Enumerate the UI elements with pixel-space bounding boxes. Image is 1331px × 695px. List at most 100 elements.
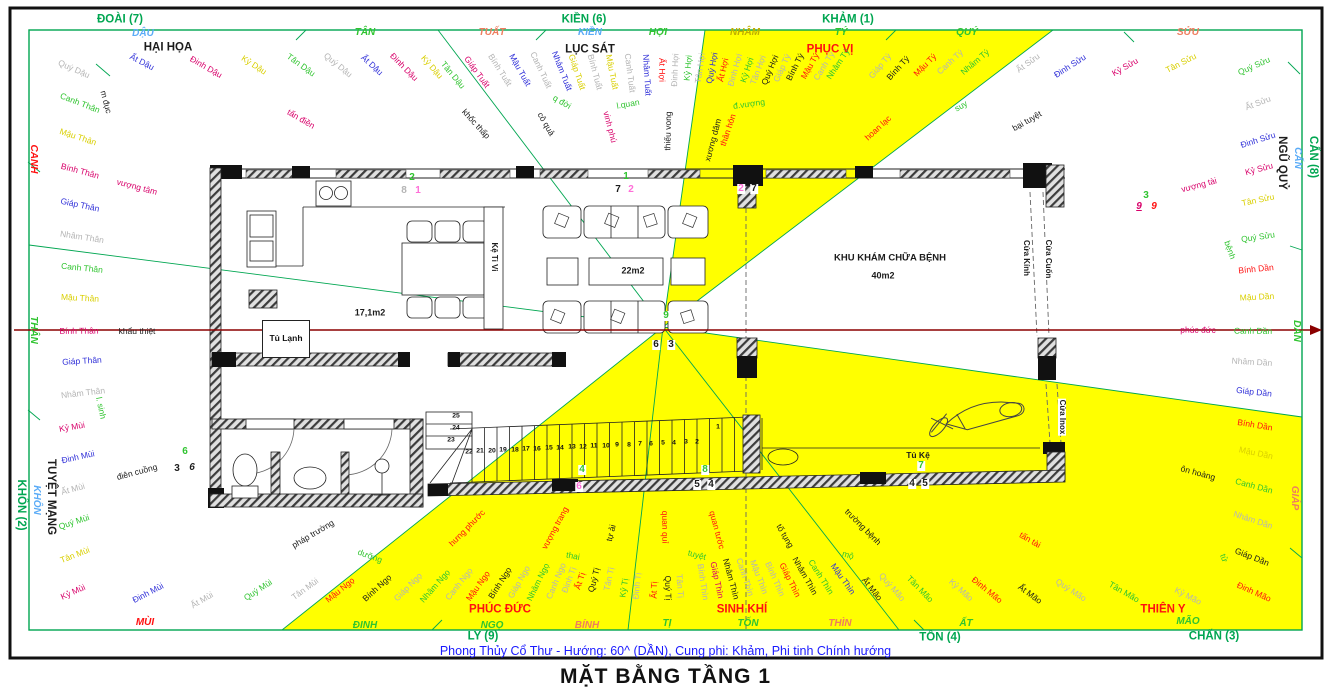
star-word: thai: [565, 549, 581, 562]
ring-label: Bính Thân: [59, 325, 99, 336]
direction-label: DẬU: [132, 28, 154, 39]
ring-label: Quý Tị: [663, 575, 674, 601]
direction-label: THÌN: [828, 618, 852, 629]
basin: [293, 466, 327, 490]
flying-star-number: 6: [182, 446, 188, 457]
room-label: Cửa Cuốn: [1044, 238, 1053, 280]
compass-caption: Phong Thủy Cổ Thư - Hướng: 60^ (DẦN), Cu…: [439, 644, 892, 658]
stair-step-number: 25: [452, 412, 460, 420]
flying-star-number: 9: [1136, 201, 1142, 212]
direction-label: NHÂM: [730, 27, 760, 38]
room-label: Cửa Kính: [1022, 238, 1031, 278]
flying-star-number: 1: [623, 171, 629, 182]
stair-step-number: 20: [488, 447, 496, 455]
flying-star-number: 6: [575, 481, 583, 492]
direction-label: CANH: [28, 144, 39, 174]
stair-step-number: 8: [627, 441, 631, 449]
stair-step-number: 11: [590, 442, 598, 450]
compass-corner-label: CẤN (8): [1306, 135, 1319, 179]
mansion-label: HẠI HỌA: [143, 41, 193, 54]
direction-label: NGỌ: [480, 620, 504, 631]
kitchen-bottom-wall: [211, 352, 566, 367]
fridge-box: Tủ Lạnh: [262, 320, 310, 358]
stove: [315, 180, 352, 207]
top-wall: [210, 163, 1065, 209]
direction-label: CẤN: [1292, 147, 1303, 169]
mansion-label: TUYỆT MẠNG: [44, 458, 57, 536]
floor-plan: [208, 163, 1066, 630]
stair-step-number: 13: [568, 443, 576, 451]
mansion-label: THIÊN Y: [1140, 603, 1186, 616]
stairs: [425, 411, 761, 484]
direction-label: THÂN: [28, 316, 39, 344]
toilet: [232, 453, 258, 487]
direction-label: HỢI: [648, 27, 668, 38]
direction-label: GIÁP: [1289, 485, 1300, 511]
compass-corner-label: CHẤN (3): [1188, 630, 1240, 643]
corridor: [427, 418, 1066, 497]
outer-frame: [8, 6, 1324, 660]
room-label: 22m2: [620, 265, 646, 276]
direction-label: DẦN: [1291, 320, 1302, 342]
flying-star-number: 9: [662, 310, 670, 321]
shower-head: [374, 458, 390, 474]
mansion-label: SINH KHÍ: [716, 603, 768, 616]
compass-corner-label: LY (9): [467, 630, 499, 643]
direction-label: TỐN: [737, 618, 759, 629]
ring-label: Kỷ Hợi: [681, 54, 694, 82]
ring-label: Nhâm Dần: [1231, 355, 1273, 368]
room-label: 40m2: [871, 270, 895, 281]
stair-step-number: 7: [638, 440, 642, 448]
room-label: KHU KHÁM CHỮA BỆNH: [833, 252, 947, 264]
flying-star-number: 7: [750, 183, 758, 194]
flying-star-number: 3: [667, 339, 675, 350]
flying-star-number: 2: [737, 183, 745, 194]
stair-step-number: 23: [447, 436, 455, 444]
flying-star-number: 4: [908, 478, 916, 489]
mansion-label: PHÚC ĐỨC: [469, 603, 531, 616]
direction-label: KIỀN: [578, 27, 602, 38]
flying-star-number: 3: [1143, 190, 1149, 201]
fridge-label: Tủ Lạnh: [269, 333, 303, 344]
sink: [246, 210, 277, 268]
tv-shelf: [483, 206, 504, 330]
stair-step-number: 6: [649, 440, 653, 448]
stair-step-number: 12: [579, 443, 587, 451]
living-room: [542, 205, 709, 334]
mansion-label: LỤC SÁT: [565, 43, 615, 56]
stair-step-number: 15: [545, 444, 553, 452]
flying-star-number: 3: [174, 463, 180, 474]
page-title: MẶT BẰNG TẦNG 1: [560, 665, 771, 688]
ring-label: Đinh Hợi: [668, 53, 681, 87]
compass-corner-label: KHÔN (2): [14, 479, 27, 531]
direction-label: TÝ: [834, 27, 848, 38]
flying-star-number: 7: [615, 184, 621, 195]
flying-star-number: 4: [707, 479, 715, 490]
facing-line: [14, 325, 1322, 335]
stair-step-number: 18: [511, 446, 519, 454]
flying-star-number: 8: [701, 464, 709, 475]
flying-star-number: 2: [628, 184, 634, 195]
flying-star-number: 4: [578, 464, 586, 475]
direction-label: TÂN: [354, 27, 376, 38]
left-wall: [209, 167, 222, 507]
room-label: Cửa Inox: [1058, 398, 1067, 436]
motorbike: [929, 401, 1025, 438]
ring-label: Ất Tị: [648, 581, 660, 599]
stair-step-number: 22: [465, 448, 473, 456]
stair-step-number: 5: [661, 439, 665, 447]
direction-label: ẤT: [959, 618, 973, 629]
star-word: phúc đức: [1180, 324, 1216, 335]
stair-step-number: 19: [499, 446, 507, 454]
ring-label: Giáp Thân: [61, 354, 103, 367]
toilet-tank: [231, 485, 259, 499]
star-word: thiếu vong: [662, 111, 674, 151]
compass-corner-label: TỐN (4): [919, 631, 961, 644]
dining-set: [401, 220, 489, 319]
flying-star-number: 1: [415, 185, 421, 196]
stair-step-number: 2: [695, 438, 699, 446]
stair-step-number: 21: [476, 447, 484, 455]
stair-step-number: 14: [556, 444, 564, 452]
direction-label: BÍNH: [574, 620, 600, 631]
